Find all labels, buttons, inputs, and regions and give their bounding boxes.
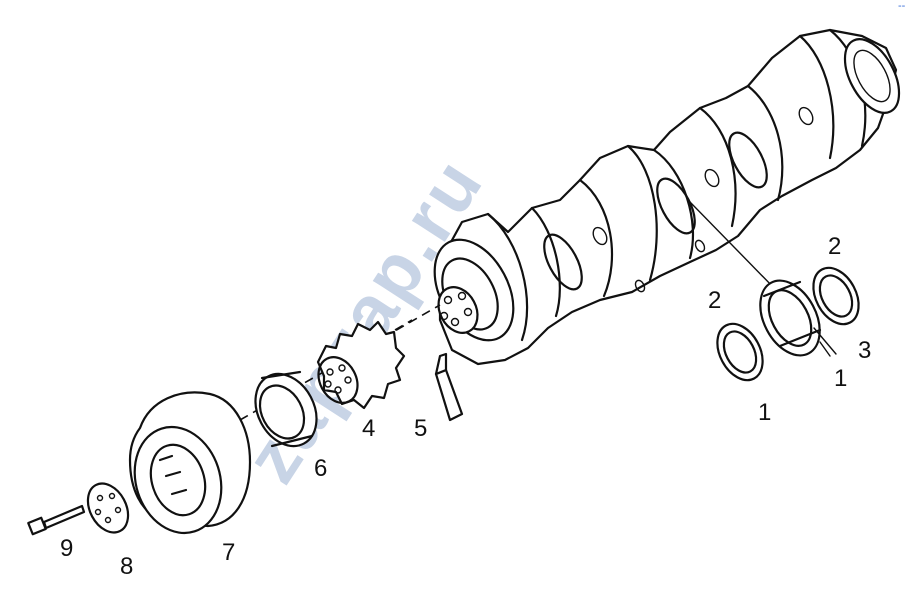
callout-2-right: 2 bbox=[828, 233, 841, 260]
seal-ring bbox=[254, 370, 318, 448]
crankshaft bbox=[433, 28, 901, 366]
sealant-tube bbox=[434, 352, 464, 422]
bearing-pair-leader bbox=[813, 327, 837, 357]
callout-1-left: 1 bbox=[758, 399, 771, 426]
callout-7: 7 bbox=[222, 539, 235, 566]
bearing-shell-upper bbox=[759, 279, 822, 357]
callout-9: 9 bbox=[60, 535, 73, 562]
callout-6: 6 bbox=[314, 455, 327, 482]
vibration-damper bbox=[128, 391, 252, 535]
thrust-washer-left bbox=[716, 322, 764, 382]
callout-2-left: 2 bbox=[708, 287, 721, 314]
corner-mark: -- bbox=[898, 0, 906, 12]
callout-1-right: 1 bbox=[834, 365, 847, 392]
callout-3: 3 bbox=[858, 337, 871, 364]
thrust-washer-right bbox=[812, 266, 860, 326]
bolt bbox=[27, 504, 86, 536]
callout-8: 8 bbox=[120, 553, 133, 580]
washer-plate bbox=[86, 482, 130, 534]
callout-4: 4 bbox=[362, 415, 375, 442]
gear bbox=[316, 320, 406, 410]
bearing-leader-line bbox=[689, 201, 777, 291]
callout-5: 5 bbox=[414, 415, 427, 442]
center-axis-line-2 bbox=[394, 319, 413, 331]
